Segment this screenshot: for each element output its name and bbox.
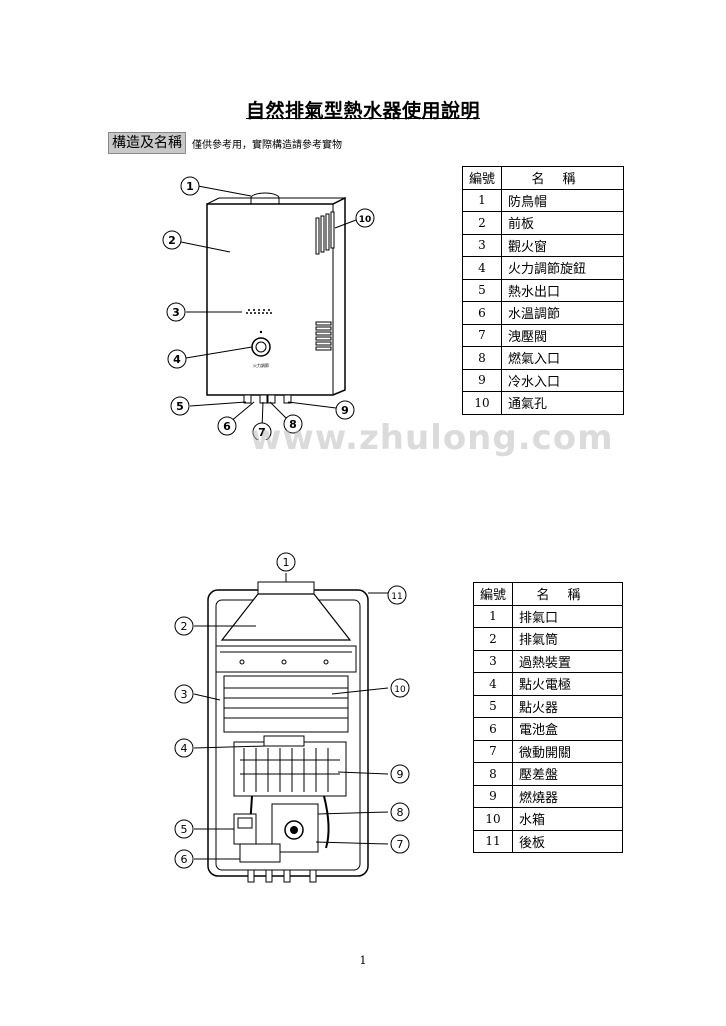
callout-7: 7 [258,426,266,439]
table-header-num: 編號 [473,582,513,606]
callout-1: 1 [186,180,194,193]
section-label: 構造及名稱 [108,132,186,154]
callout-3: 3 [181,688,188,701]
callout-6: 6 [223,420,231,433]
callout-8: 8 [289,418,297,431]
interior-diagram: 1 2 3 4 5 6 7 8 9 10 11 [174,552,410,883]
callout-8: 8 [397,806,404,819]
watermark: www.zhulong.com [250,418,614,458]
callout-7: 7 [397,838,404,851]
callout-3: 3 [172,306,180,319]
callout-11: 11 [391,592,402,602]
callout-10: 10 [394,685,406,695]
callout-2: 2 [181,620,188,633]
callout-9: 9 [341,404,349,417]
callout-5: 5 [176,400,184,413]
page-title: 自然排氣型熱水器使用說明 [245,100,480,122]
callout-9: 9 [397,768,404,781]
callout-6: 6 [181,853,188,866]
section-note: 僅供參考用，實際構造請參考實物 [192,140,342,151]
table-header-name: 名稱 [501,166,624,190]
table-header-num: 編號 [462,166,502,190]
table-header-name: 名稱 [512,582,623,606]
callout-1: 1 [283,556,290,569]
knob-caption: 火力調節 [253,362,269,368]
callout-5: 5 [181,823,188,836]
callout-4: 4 [173,353,181,366]
callout-4: 4 [181,742,188,755]
page-number: 1 [359,954,367,967]
callout-2: 2 [168,234,176,247]
exterior-diagram: 火力調節 1 2 3 4 5 6 7 8 9 10 [162,176,375,440]
callout-10: 10 [359,215,372,225]
